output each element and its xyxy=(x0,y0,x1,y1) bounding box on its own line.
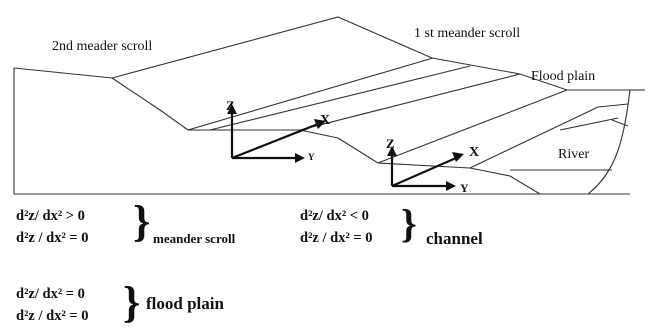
upper-y-arrowhead xyxy=(295,153,305,163)
scroll-ridge-5 xyxy=(469,106,599,169)
scroll-ridge-7 xyxy=(597,103,629,108)
flood-plain-condition-label: flood plain xyxy=(146,294,224,313)
flood-eq-2: d²z / dx² = 0 xyxy=(16,308,89,324)
middle-slope xyxy=(337,137,379,164)
scroll-ridge-2 xyxy=(209,65,471,131)
meander-brace: } xyxy=(133,197,151,246)
river-label: River xyxy=(558,147,589,162)
channel-eq-2: d²z / dx² = 0 xyxy=(300,230,373,246)
channel-equations: d²z/ dx² < 0 d²z / dx² = 0 xyxy=(300,205,373,249)
upper-y-label: Y xyxy=(308,152,315,162)
lower-y-label: Y xyxy=(460,181,469,195)
terrain-outline xyxy=(13,16,645,195)
lower-x-axis xyxy=(391,156,457,188)
scroll-ridge-4 xyxy=(377,89,568,164)
meander-eq-1: d²z/ dx² > 0 xyxy=(16,208,85,224)
flood-eq-1: d²z/ dx² = 0 xyxy=(16,286,85,302)
upper-z-label: Z xyxy=(226,98,235,113)
upper-x-arrowhead xyxy=(314,119,326,129)
flood-plain-label: Flood plain xyxy=(531,69,595,84)
meander-scroll-equations: d²z/ dx² > 0 d²z / dx² = 0 xyxy=(16,205,89,249)
channel-eq-1: d²z/ dx² < 0 xyxy=(300,208,369,224)
lower-axes xyxy=(387,146,464,191)
upper-channel-floor xyxy=(188,129,339,139)
channel-brace: } xyxy=(401,201,417,246)
second-scroll-label: 2nd meader scroll xyxy=(52,39,152,54)
upper-z-arrowhead xyxy=(227,104,237,114)
upper-x-axis xyxy=(231,122,319,160)
scroll-ridge-8 xyxy=(611,119,629,127)
first-scroll-label: 1 st meander scroll xyxy=(414,26,520,41)
scroll-ridge-6 xyxy=(559,117,619,131)
lower-z-label: Z xyxy=(386,136,395,151)
meander-condition-label: meander scroll xyxy=(153,231,236,246)
lower-x-label: X xyxy=(469,145,479,160)
scroll-ridge-3 xyxy=(299,73,521,131)
right-bank xyxy=(587,89,631,195)
upper-axes xyxy=(227,104,326,163)
lower-channel-floor xyxy=(377,162,541,195)
scroll-ridge-1 xyxy=(187,57,434,131)
lower-x-arrowhead xyxy=(452,152,464,162)
lower-z-arrowhead xyxy=(387,146,397,156)
lower-y-arrowhead xyxy=(446,181,456,191)
left-slope xyxy=(111,77,189,131)
flood-plain-equations: d²z/ dx² = 0 d²z / dx² = 0 xyxy=(16,283,89,327)
upper-x-label: X xyxy=(320,113,330,128)
flood-plain-brace: } xyxy=(123,278,141,327)
meander-eq-2: d²z / dx² = 0 xyxy=(16,230,89,246)
channel-condition-label: channel xyxy=(426,229,483,248)
